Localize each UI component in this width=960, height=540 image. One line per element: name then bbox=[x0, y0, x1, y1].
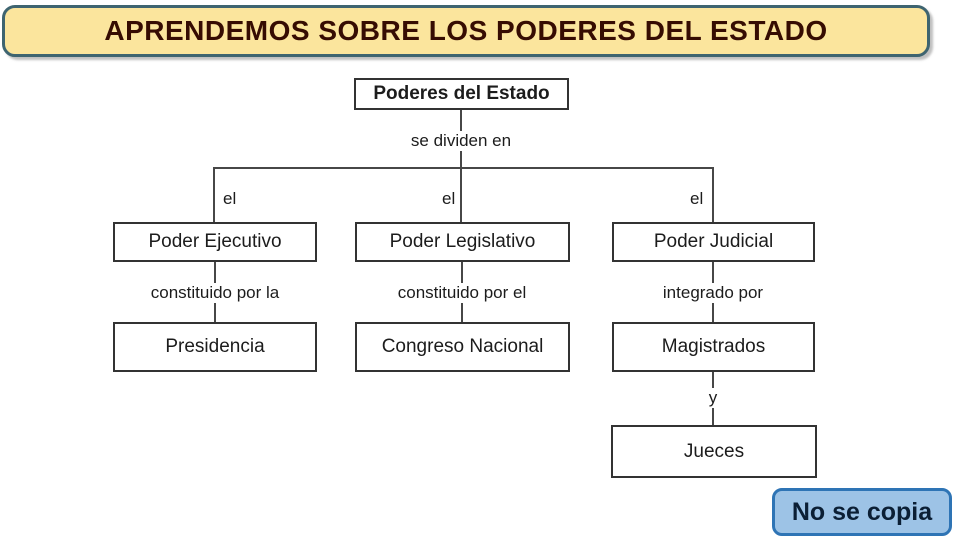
node-congreso-nacional: Congreso Nacional bbox=[355, 322, 570, 372]
connector-line-main-horizontal bbox=[213, 167, 714, 169]
node-label: Poder Legislativo bbox=[389, 231, 536, 252]
node-label: Congreso Nacional bbox=[381, 336, 544, 357]
node-poder-ejecutivo: Poder Ejecutivo bbox=[113, 222, 317, 262]
page-title: APRENDEMOS SOBRE LOS PODERES DEL ESTADO bbox=[104, 15, 828, 46]
connector-line-branch1 bbox=[213, 167, 215, 222]
connector-line-branch3 bbox=[712, 167, 714, 222]
node-label: Poder Ejecutivo bbox=[148, 231, 282, 252]
node-poder-legislativo: Poder Legislativo bbox=[355, 222, 570, 262]
node-presidencia: Presidencia bbox=[113, 322, 317, 372]
connector-label-integrado-por: integrado por bbox=[658, 283, 768, 303]
connector-label-constituido-por-el: constituido por el bbox=[393, 283, 531, 303]
connector-label-se-dividen-en: se dividen en bbox=[406, 131, 516, 151]
no-copy-label: No se copia bbox=[791, 497, 933, 526]
node-poderes-del-estado: Poderes del Estado bbox=[354, 78, 569, 110]
node-jueces: Jueces bbox=[611, 425, 817, 478]
node-label: Poderes del Estado bbox=[373, 83, 550, 104]
connector-label-el-3: el bbox=[686, 189, 708, 209]
connector-label-el-1: el bbox=[219, 189, 241, 209]
node-label: Jueces bbox=[683, 440, 745, 462]
node-label: Poder Judicial bbox=[653, 231, 774, 252]
node-label: Presidencia bbox=[165, 336, 265, 357]
connector-label-constituido-por-la: constituido por la bbox=[146, 283, 284, 303]
connector-line-branch2 bbox=[460, 167, 462, 222]
no-copy-badge: No se copia bbox=[772, 488, 952, 536]
node-magistrados: Magistrados bbox=[612, 322, 815, 372]
connector-label-el-2: el bbox=[438, 189, 460, 209]
title-banner: APRENDEMOS SOBRE LOS PODERES DEL ESTADO bbox=[2, 5, 930, 57]
connector-label-y: y bbox=[704, 388, 722, 408]
node-label: Magistrados bbox=[661, 336, 766, 357]
node-poder-judicial: Poder Judicial bbox=[612, 222, 815, 262]
